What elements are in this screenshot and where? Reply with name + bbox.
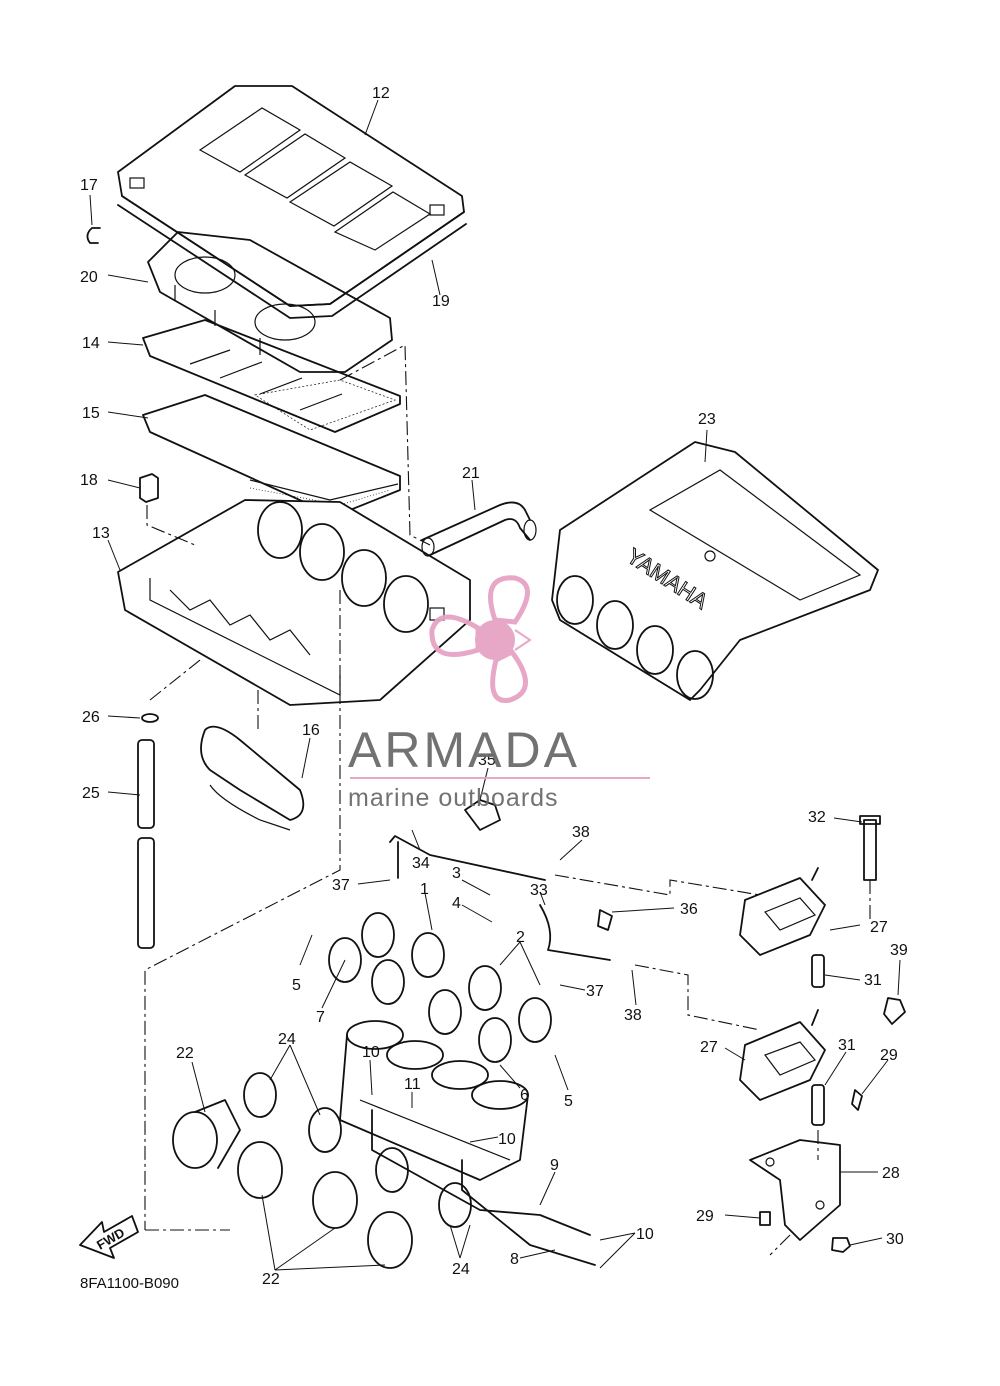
label-15: 15 xyxy=(82,405,100,422)
intake-funnels xyxy=(172,1072,472,1269)
long-bolt xyxy=(859,815,881,881)
throttle-body-assembly xyxy=(339,1020,529,1181)
label-3: 3 xyxy=(452,865,461,882)
label-34: 34 xyxy=(412,855,430,872)
label-9: 9 xyxy=(550,1157,559,1174)
label-14: 14 xyxy=(82,335,100,352)
label-12: 12 xyxy=(372,85,390,102)
label-10-left: 10 xyxy=(362,1044,380,1061)
air-box-lower-case xyxy=(117,499,471,706)
label-30: 30 xyxy=(886,1231,904,1248)
fuel-pump-upper xyxy=(739,867,826,956)
air-box-cover xyxy=(117,85,467,319)
label-27-upper: 27 xyxy=(870,919,888,936)
label-32: 32 xyxy=(808,809,826,826)
label-5-upper: 5 xyxy=(292,977,301,994)
part-labels: 12 17 20 19 14 15 18 13 21 23 26 16 25 3… xyxy=(80,85,908,1288)
label-33: 33 xyxy=(530,882,548,899)
label-26: 26 xyxy=(82,709,100,726)
top-cover: YAMAHA xyxy=(551,441,879,701)
label-25: 25 xyxy=(82,785,100,802)
label-5-lower: 5 xyxy=(564,1093,573,1110)
assembly-lines xyxy=(144,344,871,1256)
label-24-upper: 24 xyxy=(278,1031,296,1048)
label-7: 7 xyxy=(316,1009,325,1026)
vacuum-hoses xyxy=(371,1109,596,1266)
label-22-lower: 22 xyxy=(262,1271,280,1288)
intake-duct xyxy=(200,725,305,831)
label-39: 39 xyxy=(890,942,908,959)
label-29-lower: 29 xyxy=(696,1208,714,1225)
element-frame xyxy=(142,319,401,433)
label-24-lower: 24 xyxy=(452,1261,470,1278)
label-10-middle: 10 xyxy=(498,1131,516,1148)
label-29-upper: 29 xyxy=(880,1047,898,1064)
label-1: 1 xyxy=(420,881,429,898)
label-38-lower: 38 xyxy=(624,1007,642,1024)
label-27-lower: 27 xyxy=(700,1039,718,1056)
breather-hose xyxy=(421,501,537,557)
air-filter-element xyxy=(142,379,401,517)
label-21: 21 xyxy=(462,465,480,482)
label-11: 11 xyxy=(404,1076,421,1093)
leader-lines xyxy=(89,99,901,1271)
label-31-upper: 31 xyxy=(864,972,882,989)
intake-joints xyxy=(328,912,552,1063)
label-36: 36 xyxy=(680,901,698,918)
pump-bracket xyxy=(749,1139,841,1241)
label-19: 19 xyxy=(432,293,450,310)
label-38-upper: 38 xyxy=(572,824,590,841)
label-8: 8 xyxy=(510,1251,519,1268)
label-17: 17 xyxy=(80,177,98,194)
spacer-tubes xyxy=(811,954,825,1126)
hose-clip xyxy=(883,997,906,1025)
label-4: 4 xyxy=(452,895,461,912)
label-10-right: 10 xyxy=(636,1226,654,1243)
drain-tube xyxy=(137,713,159,949)
label-23: 23 xyxy=(698,411,716,428)
label-28: 28 xyxy=(882,1165,900,1182)
label-18: 18 xyxy=(80,472,98,489)
label-37-right: 37 xyxy=(586,983,604,1000)
fuel-hose xyxy=(539,904,613,961)
label-6: 6 xyxy=(520,1087,529,1104)
diagram-code: 8FA1100-B090 xyxy=(80,1275,179,1292)
drain-plug xyxy=(139,473,159,503)
label-16: 16 xyxy=(302,722,320,739)
breather-hose-upper xyxy=(389,799,546,881)
label-37-left: 37 xyxy=(332,877,350,894)
label-2: 2 xyxy=(516,929,525,946)
clip xyxy=(86,227,101,244)
label-20: 20 xyxy=(80,269,98,286)
label-22-upper: 22 xyxy=(176,1045,194,1062)
label-31-lower: 31 xyxy=(838,1037,856,1054)
watermark-subtitle: marine outboards xyxy=(348,784,559,812)
label-35: 35 xyxy=(478,752,496,769)
label-13: 13 xyxy=(92,525,110,542)
forward-arrow: FWD xyxy=(79,1215,139,1259)
propeller-logo-icon xyxy=(429,575,532,703)
armada-watermark: ARMADA marine outboards xyxy=(348,575,650,812)
fuel-pump-lower xyxy=(739,1009,826,1101)
watermark-title: ARMADA xyxy=(348,722,580,778)
bolts-nut xyxy=(759,1089,863,1253)
